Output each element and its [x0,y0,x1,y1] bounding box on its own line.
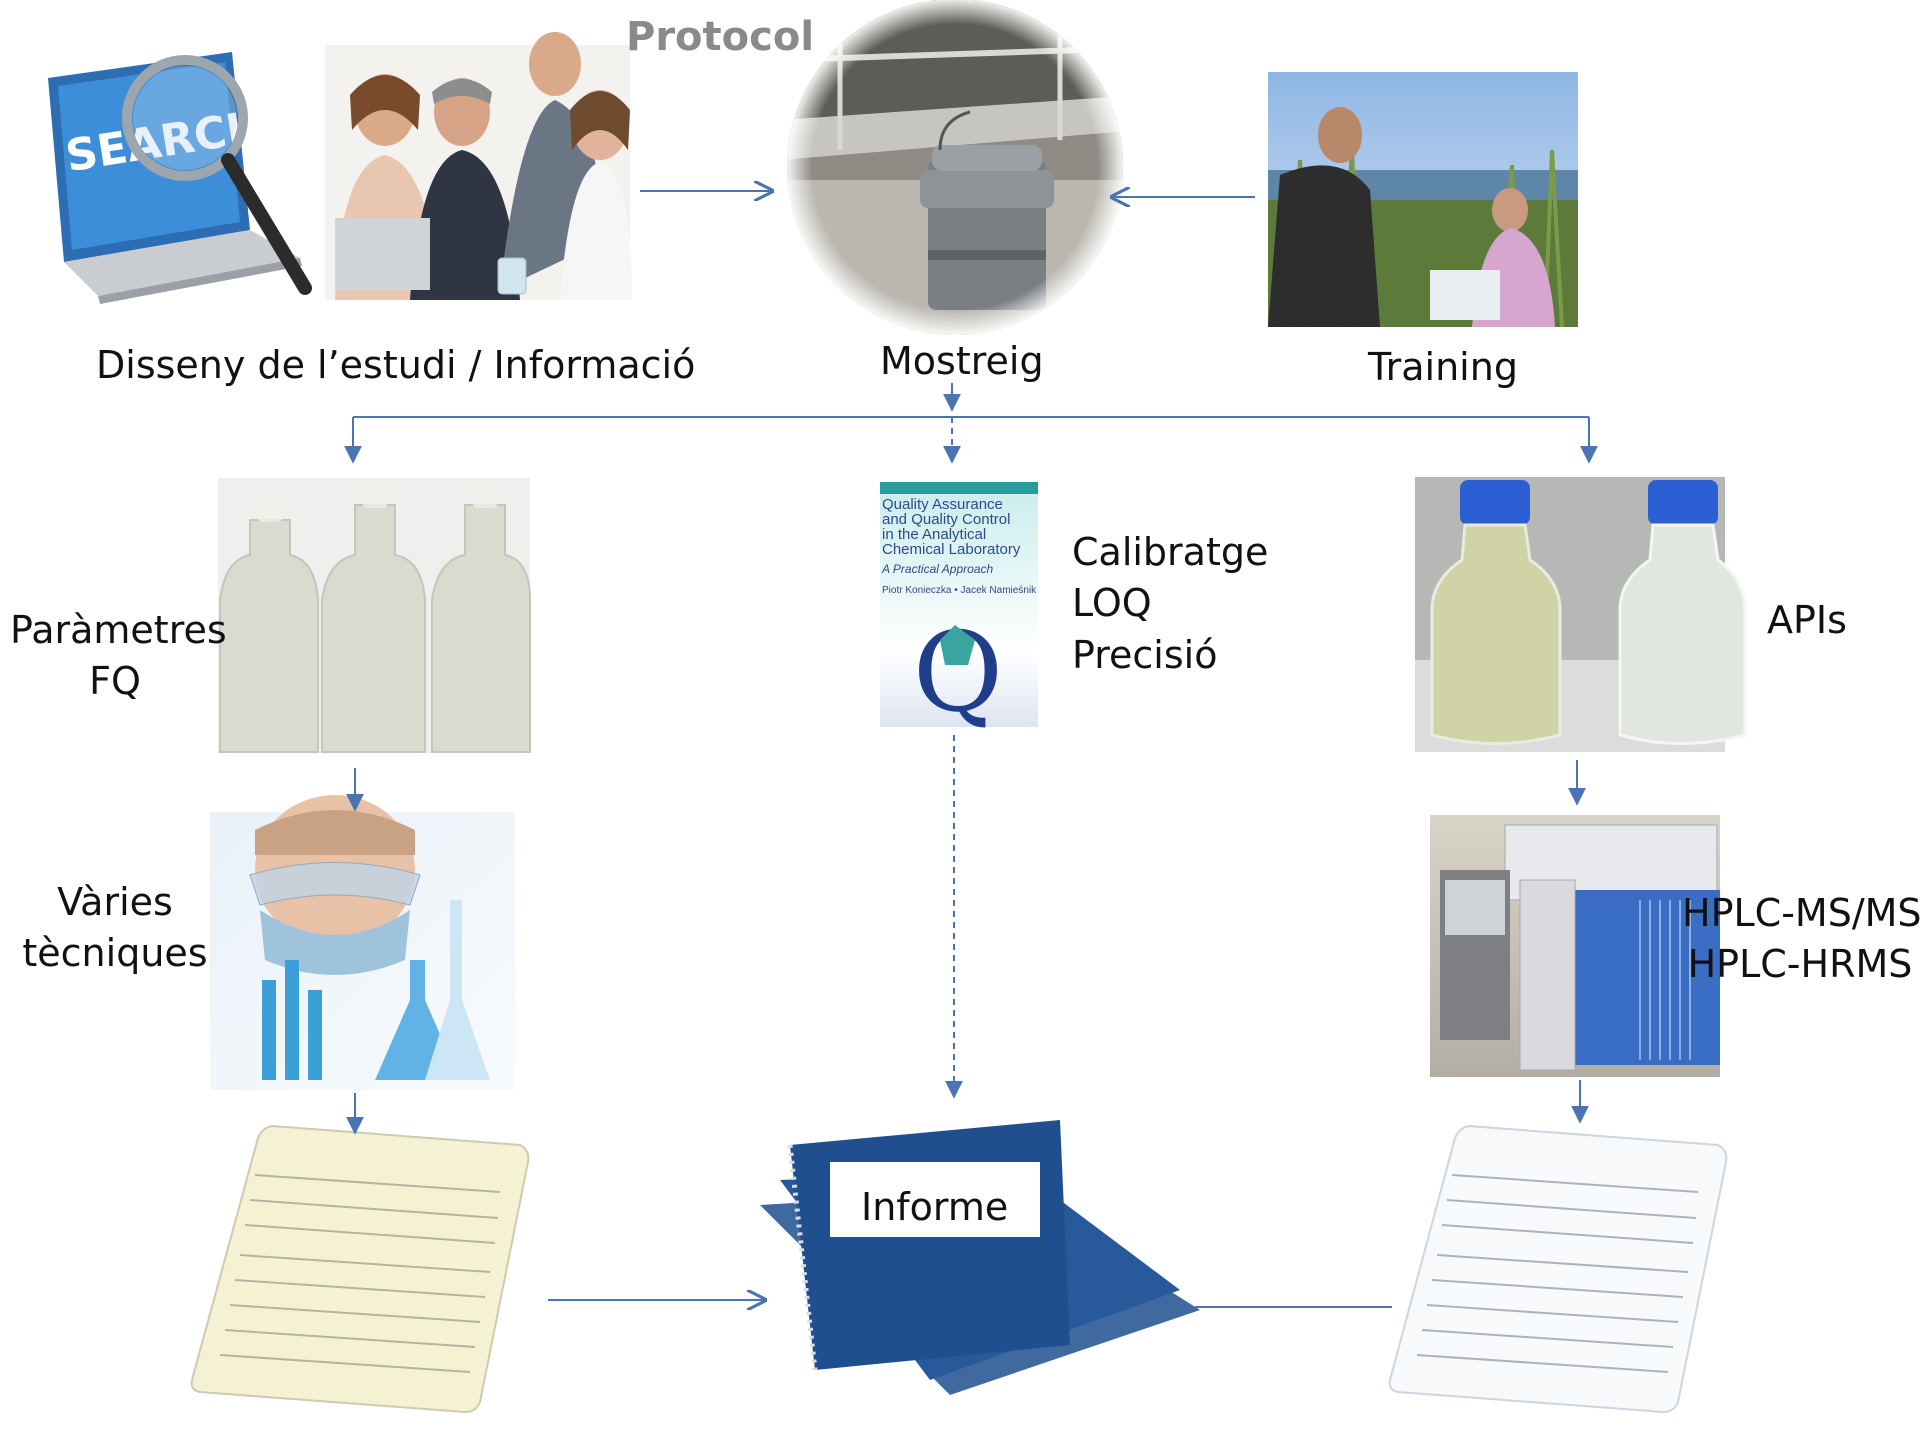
apis-label: APIs [1767,598,1847,642]
report-sheet-left [190,1124,530,1414]
techniques-label-line2: tècniques [22,931,208,976]
techniques-label-line1: Vàries [57,880,173,924]
qa-checks-label: Calibratge LOQ Precisió [1072,527,1268,681]
sampling-label: Mostreig [880,339,1044,383]
qa-book-picture: Quality Assurance and Quality Control in… [880,482,1038,736]
report-label: Informe [861,1185,1009,1229]
protocol-title: Protocol [626,14,815,60]
study-design-picture: SEARCH [48,32,632,304]
study-design-label: Disseny de l’estudi / Informació [96,343,696,387]
qa-book-title-line3: in the Analytical [882,526,986,543]
connector-arrows [344,191,1598,1307]
hplc-instrument-picture [1430,815,1720,1077]
fq-label-line2: FQ [89,659,141,704]
hplc-label-line2: HPLC-HRMS [1687,942,1913,987]
qa-book-title-line1: Quality Assurance [882,496,1003,513]
qa-book-subtitle: A Practical Approach [881,562,993,576]
sampling-picture [787,0,1123,335]
api-bottles-picture [1415,477,1747,752]
fq-parameters-label: Paràmetres FQ [10,605,227,708]
qa-book-authors: Piotr Konieczka • Jacek Namieśnik [882,585,1037,596]
qa-label-line3: Precisió [1072,632,1218,677]
qa-book-title-line4: Chemical Laboratory [882,541,1021,558]
qa-label-line1: Calibratge [1072,530,1269,574]
lab-technician-picture [210,795,515,1090]
report-notebooks-picture [760,1120,1200,1395]
qa-label-line2: LOQ [1072,581,1152,626]
qa-book-logo: Q [913,608,1003,736]
hplc-label-line1: HPLC-MS/MS [1682,891,1920,935]
training-label: Training [1368,345,1518,389]
fq-label-line1: Paràmetres [10,608,227,652]
qa-book-title-line2: and Quality Control [882,511,1010,528]
fq-bottles-picture [218,478,531,753]
report-sheet-right [1388,1124,1728,1414]
hplc-label: HPLC-MS/MS HPLC-HRMS [1682,888,1920,991]
training-picture [1268,72,1578,328]
techniques-label: Vàries tècniques [10,877,220,980]
